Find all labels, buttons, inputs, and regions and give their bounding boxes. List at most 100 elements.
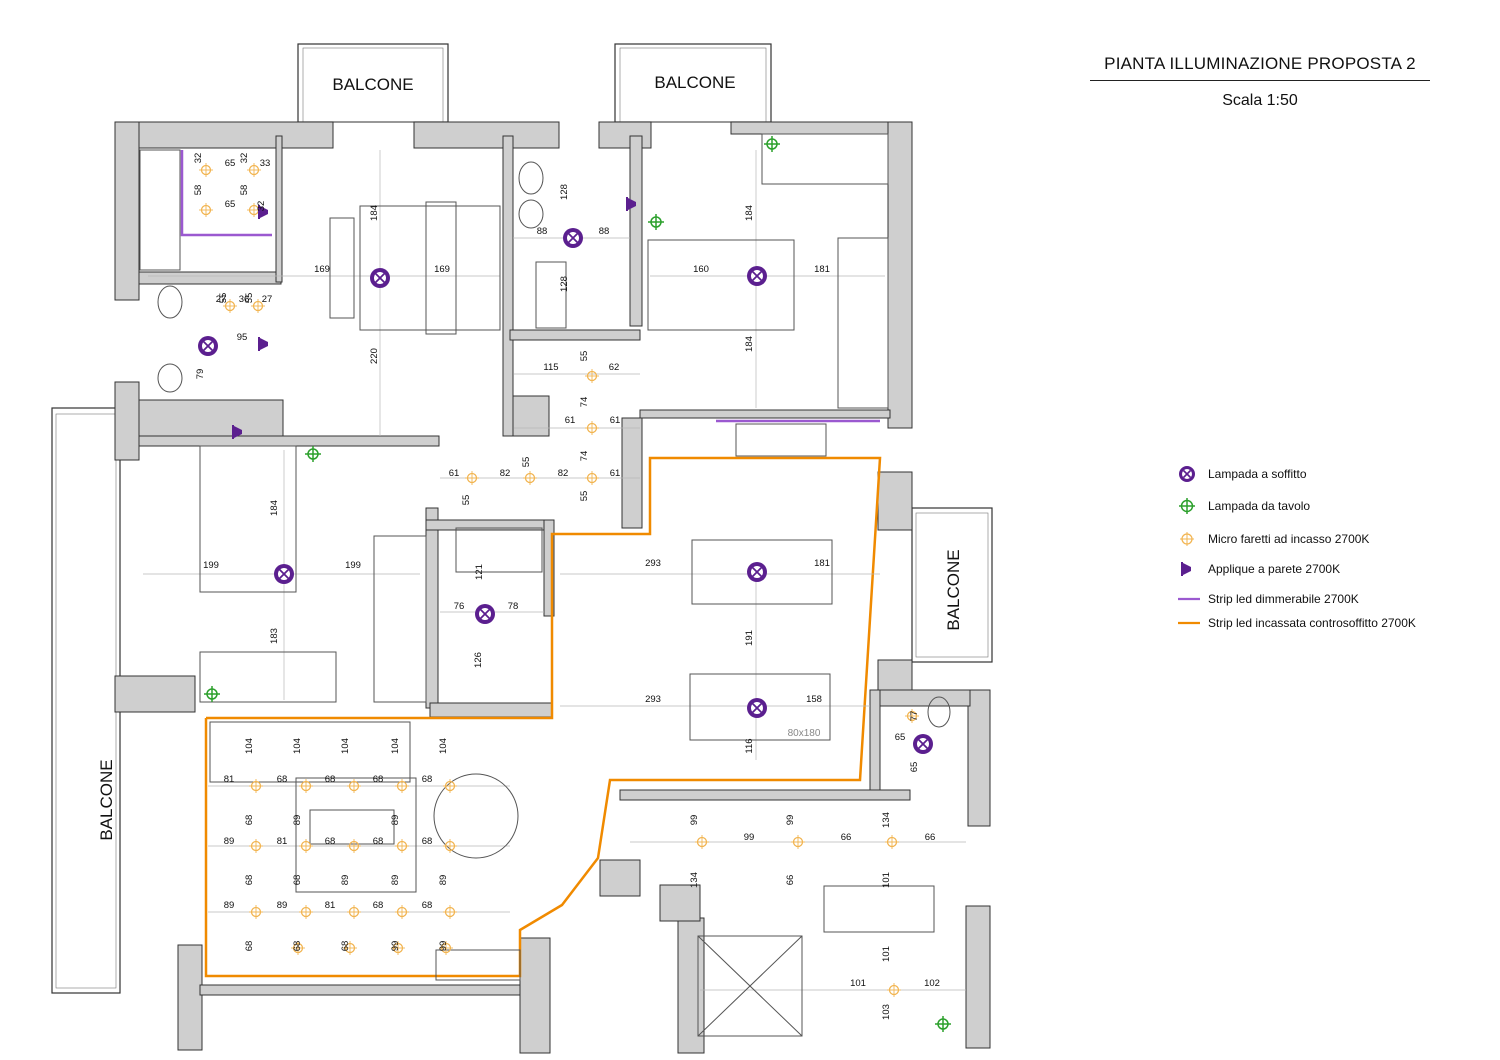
dimension-label: 61 — [565, 415, 576, 426]
legend-item-table-lamp: Lampada da tavolo — [1172, 496, 1310, 516]
dimension-label: 99 — [744, 832, 755, 843]
dimension-label: 68 — [422, 836, 433, 847]
dimension-label: 184 — [269, 500, 280, 516]
dimension-label: 293 — [645, 694, 661, 705]
recessed-spotlight-icon — [247, 163, 261, 177]
dimension-label: 74 — [579, 397, 590, 408]
legend-item-recessed-spotlight: Micro faretti ad incasso 2700K — [1172, 529, 1369, 549]
dimension-label: 95 — [237, 332, 248, 343]
dimension-label: 184 — [744, 205, 755, 221]
dimension-label: 65 — [225, 199, 236, 210]
armchair — [433, 773, 519, 859]
wall-sconce-icon — [232, 425, 242, 439]
dimension-label: 160 — [693, 264, 709, 275]
dimension-label: 81 — [224, 774, 235, 785]
dimension-label: 99 — [438, 941, 449, 952]
recessed-spotlight-icon — [299, 839, 313, 853]
lift — [697, 935, 803, 1037]
table-lamp-icon — [648, 214, 664, 230]
dimension-label: 58 — [239, 185, 250, 196]
title-block: PIANTA ILLUMINAZIONE PROPOSTA 2 Scala 1:… — [1090, 54, 1430, 110]
dimension-label: 78 — [508, 601, 519, 612]
recessed-spotlight-icon — [695, 835, 709, 849]
recessed-spotlight-icon — [465, 471, 479, 485]
single-bed — [199, 445, 297, 593]
dimension-label: 68 — [244, 815, 255, 826]
dimension-label: 220 — [369, 348, 380, 364]
dimension-label: 169 — [314, 264, 330, 275]
legend-item-recessed-led-strip: Strip led incassata controsoffitto 2700K — [1172, 613, 1416, 633]
balcony-right: BALCONE — [911, 507, 993, 663]
walls — [114, 121, 991, 1054]
dimension-label: 104 — [390, 738, 401, 754]
dimension-label: 101 — [881, 872, 892, 888]
dimension-label: 158 — [806, 694, 822, 705]
dimension-label: 68 — [292, 941, 303, 952]
dimension-label: 99 — [390, 941, 401, 952]
dimension-label: 88 — [537, 226, 548, 237]
dimension-label: 32 — [239, 153, 250, 164]
dining-table — [689, 673, 831, 741]
dimension-label: 81 — [325, 900, 336, 911]
dimension-label: 55 — [579, 491, 590, 502]
dimension-label: 68 — [373, 900, 384, 911]
dimension-label: 184 — [744, 336, 755, 352]
dimension-label: 55 — [521, 457, 532, 468]
dimension-label: 99 — [689, 815, 700, 826]
furniture — [139, 133, 951, 1037]
recessed-spotlight-icon — [291, 941, 305, 955]
dimension-label: 169 — [434, 264, 450, 275]
legend-item-wall-sconce: Applique a parete 2700K — [1172, 559, 1340, 579]
plan-title: PIANTA ILLUMINAZIONE PROPOSTA 2 — [1090, 54, 1430, 81]
dimension-label: 183 — [269, 628, 280, 644]
dimension-label: 121 — [474, 564, 485, 580]
balcony-left: BALCONE — [51, 407, 121, 994]
dimension-label: 65 — [895, 732, 906, 743]
recessed-spotlight-icon — [585, 421, 599, 435]
dimension-label: 55 — [579, 351, 590, 362]
table-lamp-icon — [305, 446, 321, 462]
table-lamp-icon — [935, 1016, 951, 1032]
ceiling-lamp-icon — [913, 734, 933, 754]
wall-sconce-icon — [1181, 562, 1191, 576]
dimension-label: 89 — [340, 875, 351, 886]
dimension-label: 191 — [744, 630, 755, 646]
table-lamp-icon — [764, 136, 780, 152]
dimension-label: 104 — [340, 738, 351, 754]
dimension-label: 61 — [610, 468, 621, 479]
dimension-label: 68 — [340, 941, 351, 952]
wall-sconce-icon — [626, 197, 636, 211]
recessed-spotlight-icon — [395, 779, 409, 793]
recessed-spotlight-icon — [395, 839, 409, 853]
dimension-label: 32 — [193, 153, 204, 164]
dimension-label: 77 — [909, 711, 920, 722]
table-size-label: 80x180 — [788, 728, 821, 739]
recessed-spotlight-icon — [249, 779, 263, 793]
ceiling-lamp-icon — [563, 228, 583, 248]
dimension-label: 55 — [218, 293, 229, 304]
recessed-spotlight-icon — [443, 905, 457, 919]
dimension-label: 128 — [559, 276, 570, 292]
dimension-label: 68 — [373, 836, 384, 847]
recessed-led-strip-icon — [1178, 621, 1200, 625]
balcony-label: BALCONE — [654, 73, 735, 92]
recessed-spotlight-icon — [395, 905, 409, 919]
legend-item-ceiling-lamp: Lampada a soffitto — [1172, 464, 1307, 484]
legend-label: Strip led incassata controsoffitto 2700K — [1208, 616, 1416, 630]
dimension-label: 65 — [909, 762, 920, 773]
dimension-label: 68 — [373, 774, 384, 785]
dimension-label: 184 — [369, 205, 380, 221]
legend-label: Strip led dimmerabile 2700K — [1208, 592, 1359, 606]
dimension-label: 68 — [292, 875, 303, 886]
single-bed — [647, 239, 795, 331]
dimension-label: 103 — [881, 1004, 892, 1020]
recessed-spotlight-icon — [249, 839, 263, 853]
dimension-label: 33 — [260, 158, 271, 169]
dimension-label: 134 — [881, 812, 892, 828]
dimension-label: 74 — [579, 451, 590, 462]
balcony-top-right: BALCONE — [614, 43, 772, 123]
dimension-label: 68 — [244, 941, 255, 952]
dimension-label: 61 — [449, 468, 460, 479]
